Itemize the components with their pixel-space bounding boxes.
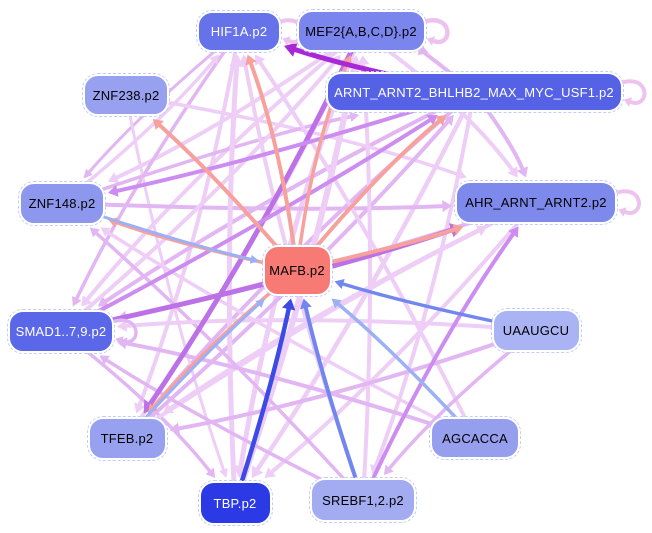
node-hif1a[interactable]: HIF1A.p2 bbox=[196, 9, 282, 53]
edge-agcacca-znf148 bbox=[100, 227, 477, 440]
self-loop-arnt bbox=[618, 79, 647, 107]
edge-srebf-mafb bbox=[299, 298, 365, 502]
self-loop-mef2 bbox=[421, 18, 450, 46]
edge-srebf-mef2 bbox=[357, 55, 373, 502]
self-loop-ahr bbox=[613, 189, 641, 217]
edge-hif1a-tfeb bbox=[134, 29, 241, 414]
node-tfeb[interactable]: TFEB.p2 bbox=[86, 415, 168, 461]
edge-uaaugcu-smad bbox=[117, 318, 538, 332]
node-smad[interactable]: SMAD1..7,9.p2 bbox=[7, 308, 115, 354]
edge-agcacca-hif1a bbox=[254, 54, 477, 440]
self-loop-smad bbox=[110, 318, 138, 346]
node-uaaugcu[interactable]: UAAUGCU bbox=[490, 307, 582, 353]
node-mef2[interactable]: MEF2{A,B,C,D}.p2 bbox=[295, 9, 427, 53]
edge-mef2-znf148 bbox=[108, 29, 363, 184]
node-arnt[interactable]: ARNT_ARNT2_BHLHB2_MAX_MYC_USF1.p2 bbox=[324, 71, 624, 113]
edge-srebf-znf148 bbox=[89, 227, 365, 502]
node-znf148[interactable]: ZNF148.p2 bbox=[18, 180, 106, 226]
edge-srebf-ahr bbox=[361, 226, 519, 502]
edge-mafb-hif1a bbox=[245, 54, 299, 272]
edge-tbp-mafb bbox=[232, 298, 296, 506]
edge-hif1a-smad bbox=[72, 29, 241, 307]
node-mafb[interactable]: MAFB.p2 bbox=[261, 243, 333, 297]
node-ahr[interactable]: AHR_ARNT_ARNT2.p2 bbox=[454, 179, 618, 225]
edge-ahr-tbp bbox=[264, 200, 538, 478]
node-agcacca[interactable]: AGCACCA bbox=[429, 416, 521, 460]
node-znf238[interactable]: ZNF238.p2 bbox=[82, 73, 170, 117]
edge-uaaugcu-tfeb bbox=[169, 328, 538, 435]
node-srebf[interactable]: SREBF1,2.p2 bbox=[309, 477, 417, 523]
node-tbp[interactable]: TBP.p2 bbox=[197, 480, 273, 526]
edge-smad-arnt bbox=[59, 115, 438, 333]
